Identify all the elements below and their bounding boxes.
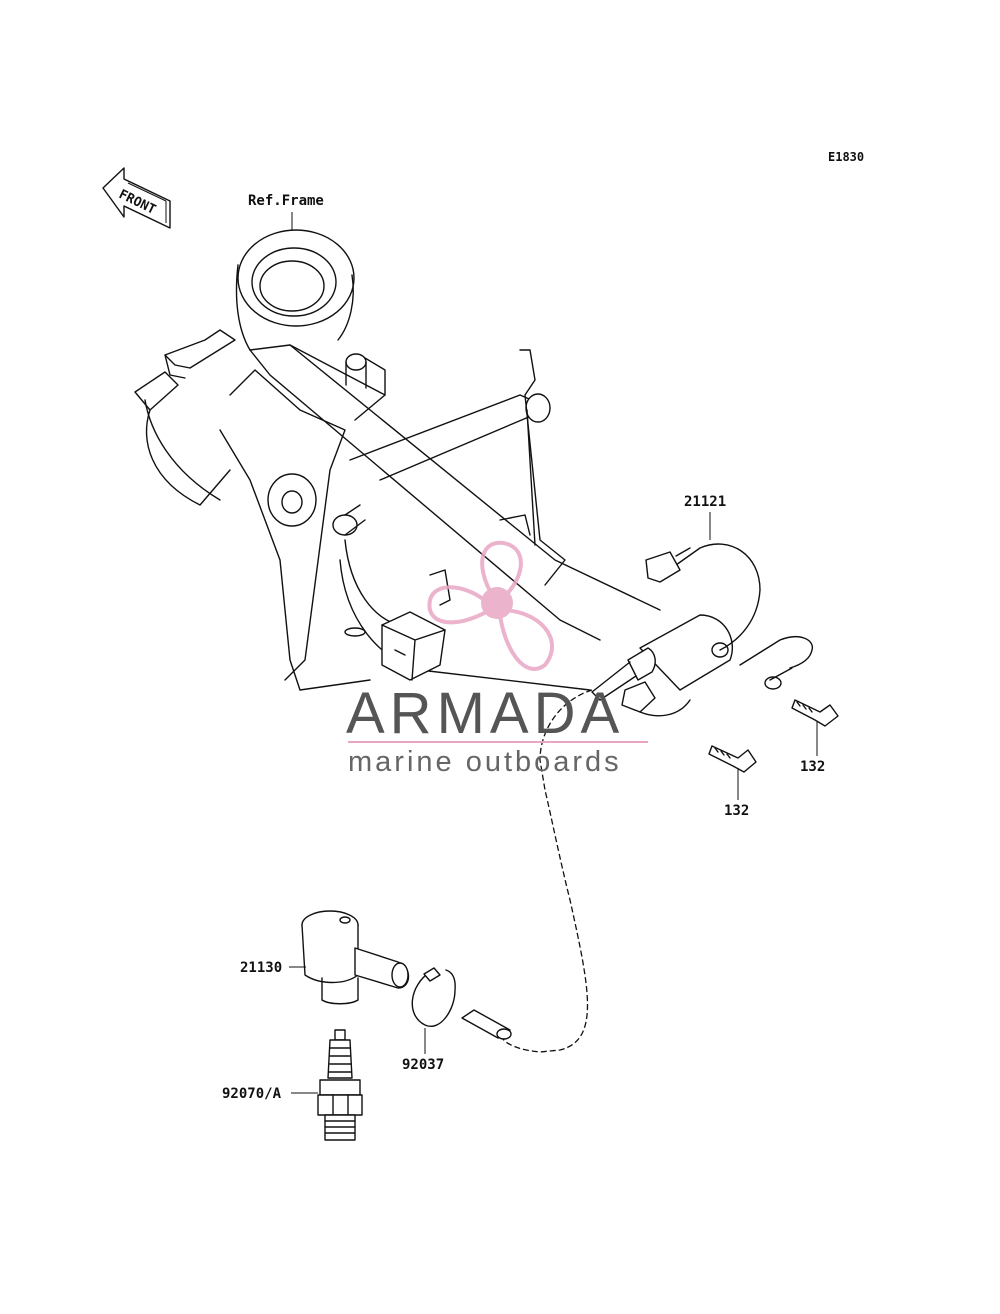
front-arrow-icon: FRONT	[102, 167, 171, 229]
armada-logo	[427, 540, 554, 671]
watermark-tagline: marine outboards	[348, 746, 622, 778]
frame-assembly	[134, 229, 661, 691]
part-92070-label: 92070/A	[222, 1086, 282, 1102]
part-132-right-label: 132	[800, 759, 825, 775]
part-92037-label: 92037	[402, 1057, 444, 1073]
watermark-brand: ARMADA	[346, 681, 624, 746]
part-21121-label: 21121	[684, 494, 726, 510]
bolt-132-left	[708, 745, 757, 773]
diagram-code: E1830	[828, 150, 864, 164]
ignition-coil	[591, 543, 814, 717]
ignition-lead	[499, 689, 593, 1053]
bolt-132-right	[791, 699, 839, 727]
clamp-ring	[411, 967, 456, 1028]
spark-plug	[317, 1029, 363, 1141]
part-132-left-label: 132	[724, 803, 749, 819]
ref-frame-label: Ref.Frame	[248, 193, 324, 209]
part-21130-label: 21130	[240, 960, 282, 976]
spark-plug-cap	[301, 910, 410, 1005]
